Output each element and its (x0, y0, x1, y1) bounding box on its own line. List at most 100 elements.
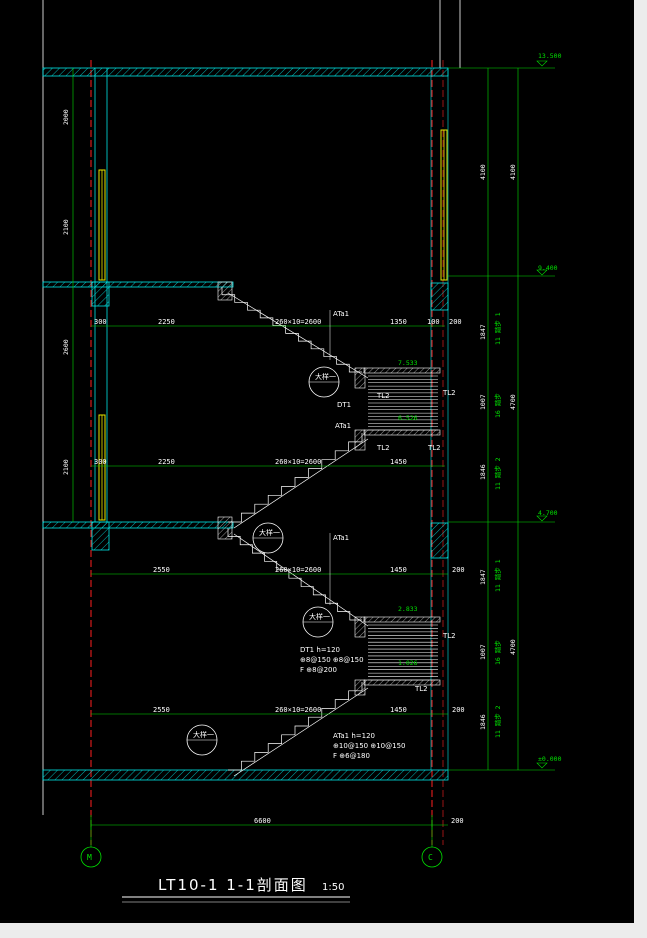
landing-lower-low (363, 679, 441, 686)
svg-text:1450: 1450 (390, 706, 407, 714)
svg-text:6.526: 6.526 (398, 414, 418, 422)
scrollbar-horizontal[interactable] (0, 923, 647, 938)
svg-text:4100: 4100 (509, 164, 517, 180)
svg-text:300: 300 (94, 458, 107, 466)
svg-text:±0.000: ±0.000 (538, 755, 562, 763)
svg-text:1450: 1450 (390, 458, 407, 466)
dim-row-lower-2: 2550 260×10=2600 1450 200 (91, 706, 465, 715)
svg-text:100: 100 (427, 318, 440, 326)
roof-slab (42, 67, 449, 77)
dim-row-mid: 300 2250 260×10=2600 1450 (91, 458, 445, 467)
svg-text:16 踏步: 16 踏步 (493, 640, 502, 665)
ground-slab (42, 769, 449, 781)
svg-text:ATa1: ATa1 (333, 534, 349, 542)
svg-text:TL2: TL2 (376, 444, 390, 452)
svg-text:6600: 6600 (254, 817, 271, 825)
landing-upper-low (363, 429, 441, 436)
svg-text:2550: 2550 (153, 566, 170, 574)
svg-text:F ⊕6@180: F ⊕6@180 (333, 752, 370, 760)
svg-text:2250: 2250 (158, 318, 175, 326)
svg-text:TL2: TL2 (414, 685, 428, 693)
stair-flight-lower-1 (227, 528, 369, 627)
svg-text:⊕10@150 ⊕10@150: ⊕10@150 ⊕10@150 (333, 742, 406, 750)
middle-right-beam (430, 522, 449, 559)
svg-text:大样一: 大样一 (193, 730, 214, 739)
svg-text:2.833: 2.833 (398, 605, 418, 613)
svg-text:1847: 1847 (479, 569, 487, 585)
elevation-markers: 13.500 9.400 4.700 ±0.000 7.533 6.526 2.… (398, 52, 562, 771)
svg-text:ATa1: ATa1 (333, 310, 349, 318)
axis-bubble-c: C (421, 815, 443, 868)
svg-text:200: 200 (452, 706, 465, 714)
svg-text:1450: 1450 (390, 566, 407, 574)
svg-text:4100: 4100 (479, 164, 487, 180)
svg-text:TL2: TL2 (442, 389, 456, 397)
landing-treads-lower (368, 624, 438, 681)
svg-text:9.400: 9.400 (538, 264, 558, 272)
detail-bubble-4: 大样一 (186, 724, 218, 756)
cad-viewport[interactable]: 大样一 大样一 大样一 大样一 300 2250 260×10=2600 135… (0, 0, 634, 923)
svg-text:7.533: 7.533 (398, 359, 418, 367)
svg-text:300: 300 (94, 318, 107, 326)
svg-text:1847: 1847 (479, 324, 487, 340)
stair-flights (221, 287, 438, 777)
stair-flight-lower-2 (228, 682, 369, 777)
section-drawing: 大样一 大样一 大样一 大样一 300 2250 260×10=2600 135… (42, 0, 562, 903)
dim-left-vertical: 2000 2100 2600 2100 (62, 68, 74, 522)
middle-beam (91, 521, 110, 551)
svg-text:1.026: 1.026 (398, 659, 418, 667)
svg-text:13.500: 13.500 (538, 52, 562, 60)
middle-floor-slab (42, 521, 234, 529)
stair-flight-mid (228, 433, 369, 529)
svg-text:16 踏步: 16 踏步 (493, 393, 502, 418)
dim-row-upper: 300 2250 260×10=2600 1350 100 200 (91, 318, 462, 327)
svg-text:11 踏步 2: 11 踏步 2 (493, 457, 502, 490)
svg-text:2250: 2250 (158, 458, 175, 466)
svg-text:M: M (87, 853, 92, 862)
svg-text:1846: 1846 (479, 714, 487, 730)
detail-bubble-1: 大样一 (308, 366, 340, 398)
svg-text:⊕8@150 ⊕8@150: ⊕8@150 ⊕8@150 (300, 656, 364, 664)
svg-text:F ⊕8@200: F ⊕8@200 (300, 666, 337, 674)
upper-floor-slab (42, 281, 234, 288)
svg-text:4700: 4700 (509, 639, 517, 655)
svg-text:260×10=2600: 260×10=2600 (275, 318, 321, 326)
svg-text:260×10=2600: 260×10=2600 (275, 706, 321, 714)
landing-lower (363, 616, 441, 623)
svg-text:1846: 1846 (479, 464, 487, 480)
svg-text:大样一: 大样一 (259, 528, 280, 537)
svg-text:ATa1 h=120: ATa1 h=120 (333, 732, 375, 740)
scrollbar-vertical[interactable] (634, 0, 647, 938)
svg-text:4.700: 4.700 (538, 509, 558, 517)
svg-text:1007: 1007 (479, 644, 487, 660)
svg-text:TL2: TL2 (376, 392, 390, 400)
svg-text:大样一: 大样一 (315, 372, 336, 381)
svg-text:200: 200 (451, 817, 464, 825)
svg-text:2100: 2100 (62, 459, 70, 475)
svg-text:ATa1: ATa1 (335, 422, 351, 430)
axis-bubble-m: M (80, 815, 102, 868)
svg-text:TL2: TL2 (442, 632, 456, 640)
svg-text:11 踏步 2: 11 踏步 2 (493, 705, 502, 738)
landing-upper (363, 367, 441, 374)
svg-text:2100: 2100 (62, 219, 70, 235)
svg-text:LT10-1 1-1剖面图: LT10-1 1-1剖面图 (158, 876, 308, 894)
stair-flight-upper (221, 287, 369, 379)
drawing-title: LT10-1 1-1剖面图 1:50 (122, 876, 350, 903)
svg-text:2550: 2550 (153, 706, 170, 714)
detail-bubble-3: 大样一 (302, 606, 334, 638)
svg-text:大样一: 大样一 (309, 612, 330, 621)
svg-text:260×10=2600: 260×10=2600 (275, 458, 321, 466)
svg-text:200: 200 (449, 318, 462, 326)
svg-text:DT1 h=120: DT1 h=120 (300, 646, 340, 654)
upper-beam (91, 281, 110, 307)
dim-row-total: 6600 200 (90, 817, 464, 830)
detail-bubble-2: 大样一 (252, 522, 284, 554)
svg-text:4700: 4700 (509, 394, 517, 410)
svg-text:2000: 2000 (62, 109, 70, 125)
svg-text:200: 200 (452, 566, 465, 574)
svg-text:1:50: 1:50 (322, 882, 344, 893)
dim-row-lower-1: 2550 260×10=2600 1450 200 (91, 566, 465, 575)
svg-text:11 踏步 1: 11 踏步 1 (493, 312, 502, 345)
dim-right-vertical: 4100 4100 1847 1007 1846 4700 1847 1007 … (479, 68, 519, 770)
